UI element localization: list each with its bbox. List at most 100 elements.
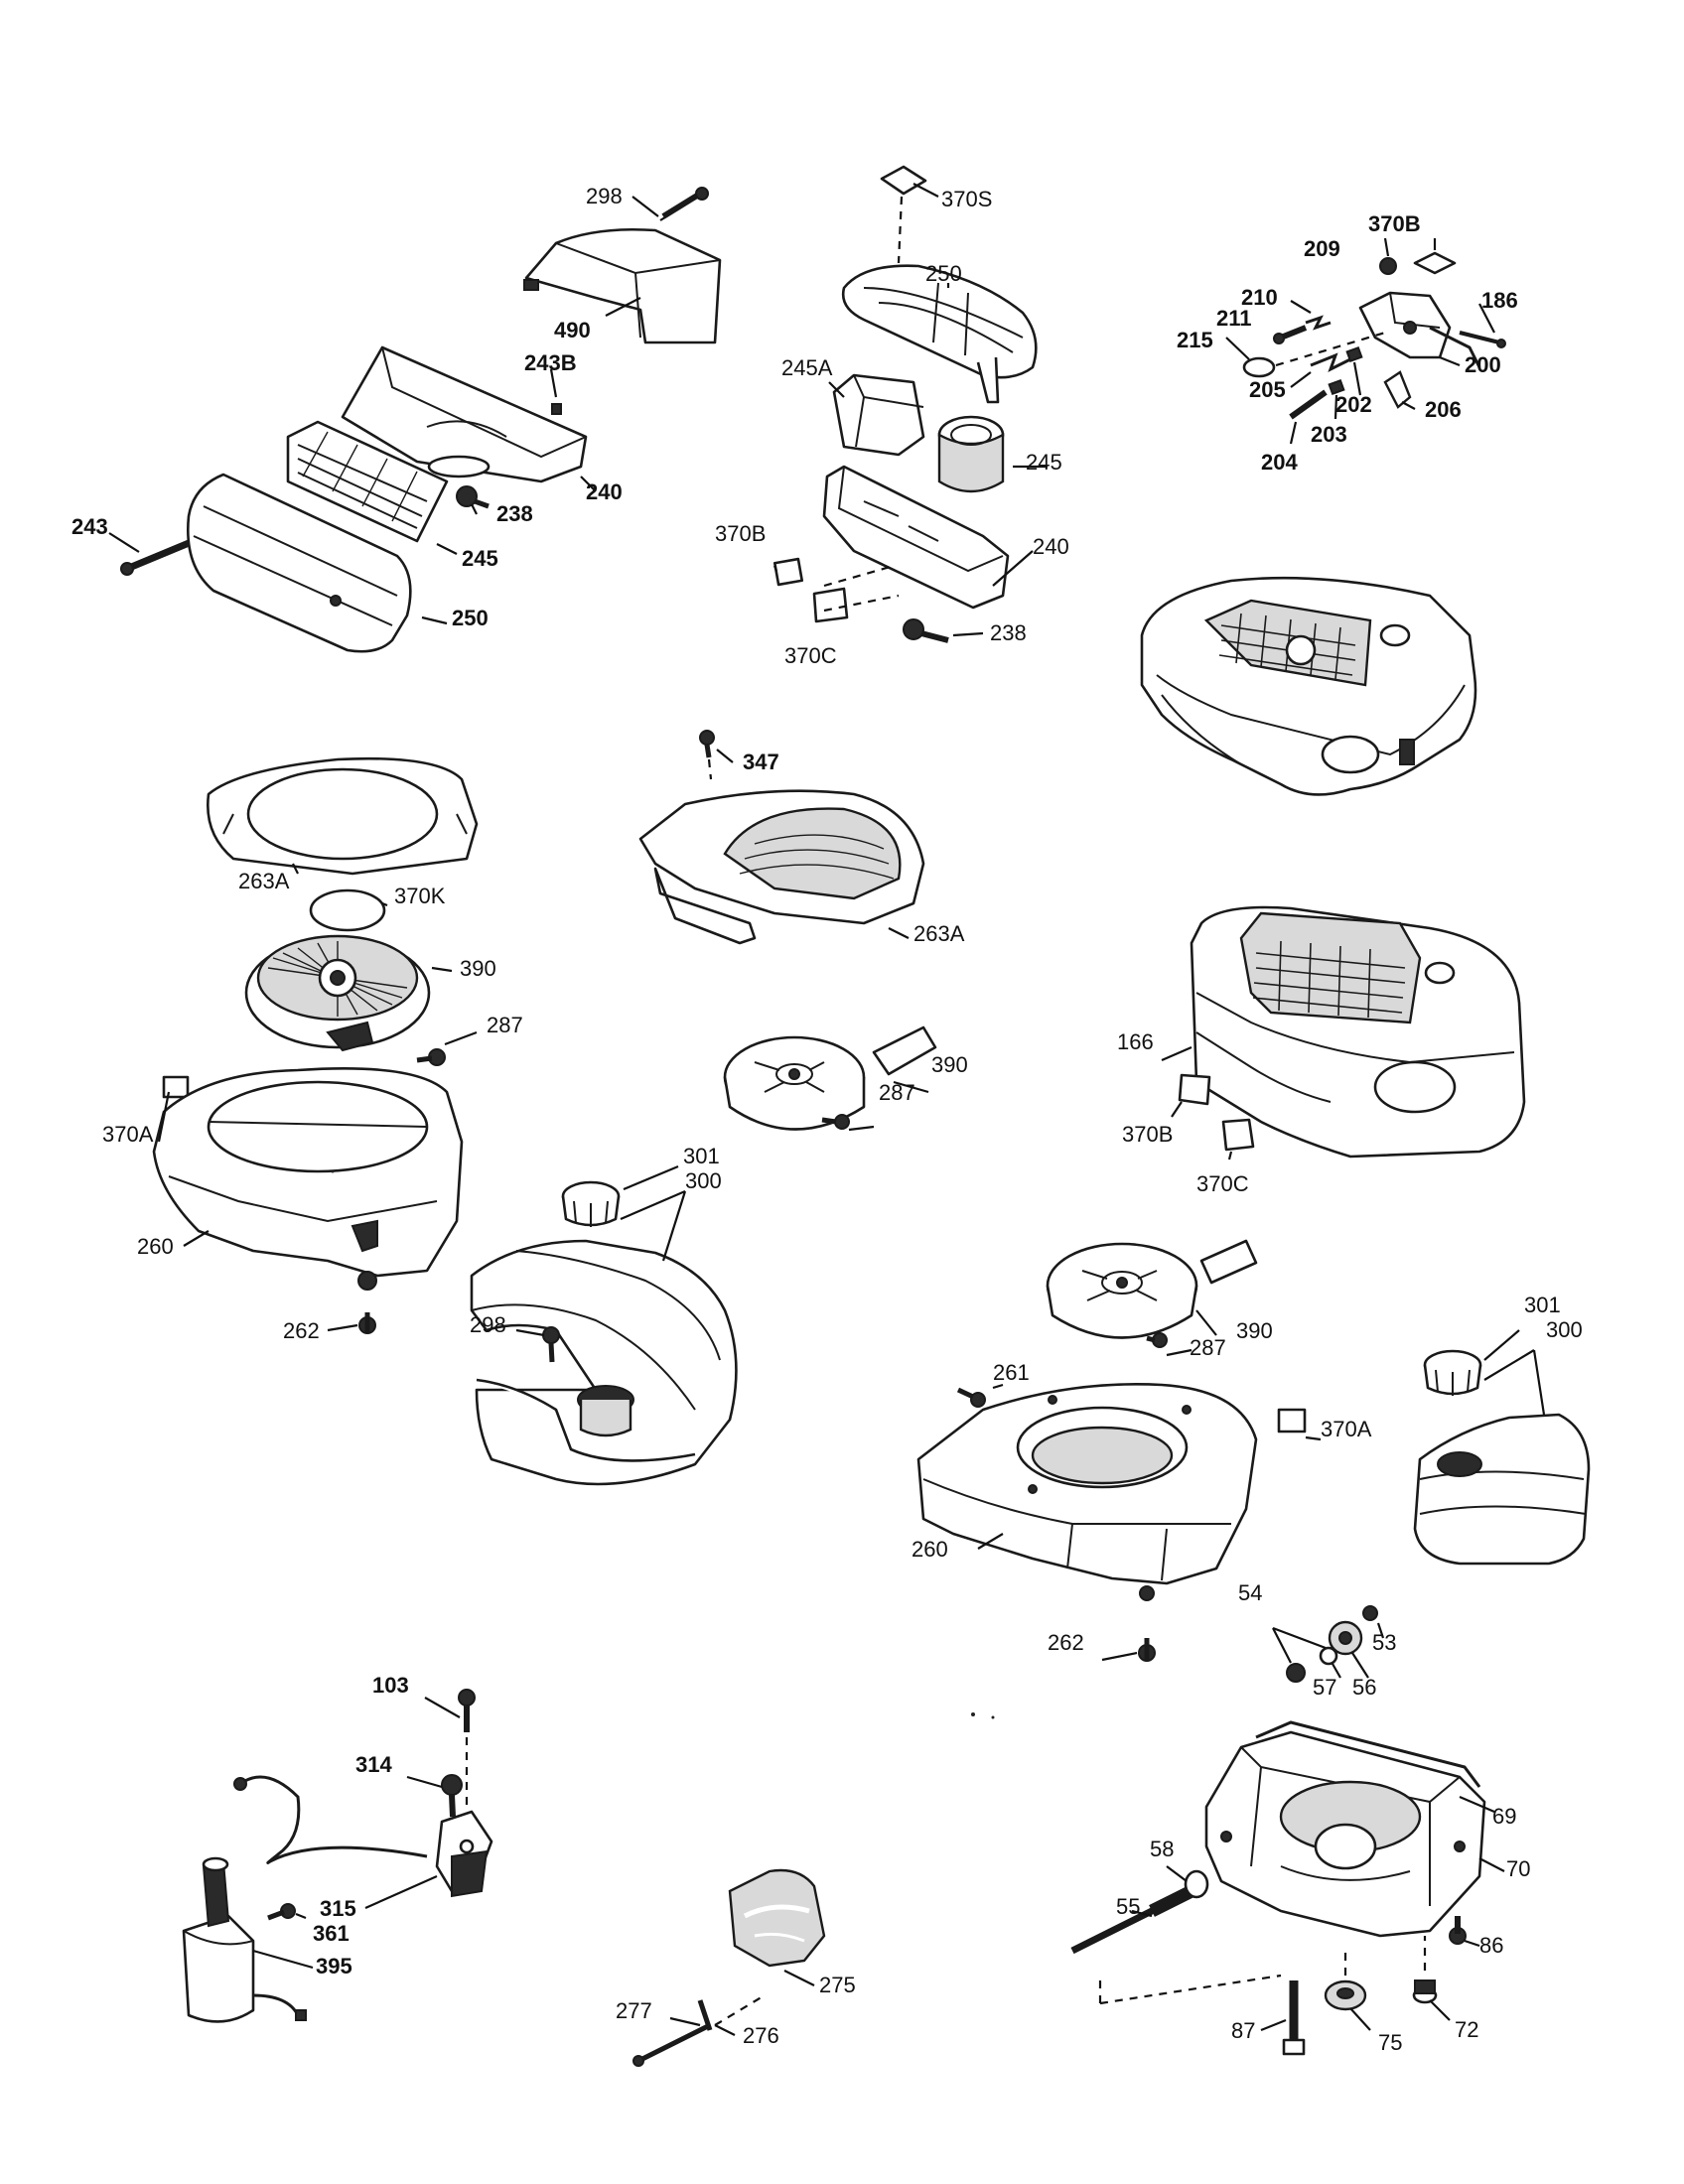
callout-205: 205 (1249, 377, 1286, 402)
callout-300b: 300 (1546, 1317, 1583, 1342)
bushing-202-icon (1345, 345, 1363, 363)
callout-87: 87 (1231, 2018, 1255, 2043)
callout-298a: 298 (586, 184, 623, 208)
callout-275: 275 (819, 1973, 856, 1997)
callout-86: 86 (1479, 1933, 1503, 1958)
callout-250b: 250 (925, 261, 962, 286)
lever-215-icon (1242, 356, 1276, 378)
callout-238b: 238 (990, 620, 1027, 645)
callout-370s: 370S (941, 187, 992, 211)
rod-204-icon (1289, 389, 1328, 420)
callout-260a: 260 (137, 1234, 174, 1259)
callout-370aa: 370A (102, 1122, 154, 1147)
callout-370cb: 370C (1196, 1171, 1249, 1196)
decal-370aa-icon (162, 1075, 190, 1099)
callout-58: 58 (1150, 1837, 1174, 1861)
bushing-203-icon (1328, 378, 1345, 396)
bolt-86-icon (1449, 1916, 1467, 1945)
muffler-guard-assembly (632, 1868, 826, 2067)
decal-370s-icon (880, 165, 927, 196)
filter-cartridge-245b-icon (937, 415, 1005, 493)
callout-240b: 240 (1033, 534, 1069, 559)
callout-55: 55 (1116, 1894, 1140, 1919)
blower-housing-260a-icon (152, 1067, 464, 1291)
callout-361: 361 (313, 1921, 350, 1946)
callout-240a: 240 (586, 479, 623, 504)
callout-490: 490 (554, 318, 591, 342)
callout-57: 57 (1313, 1675, 1336, 1700)
callout-370ab: 370A (1321, 1417, 1372, 1441)
callout-69: 69 (1492, 1804, 1516, 1829)
blower-housing-center (638, 730, 937, 1132)
callout-186: 186 (1481, 288, 1518, 313)
decal-370k-icon (309, 888, 386, 932)
callout-262b: 262 (1048, 1630, 1084, 1655)
callout-103: 103 (372, 1673, 409, 1698)
solenoid-315-icon (435, 1810, 493, 1898)
callout-72: 72 (1455, 2017, 1478, 2042)
callout-287b: 287 (879, 1080, 915, 1105)
callout-54: 54 (1238, 1580, 1262, 1605)
crankcase-sump-assembly (1070, 1605, 1505, 2056)
starter-motor-395-icon (182, 1856, 307, 2023)
screw-287a-icon (416, 1048, 446, 1066)
callout-287c: 287 (1190, 1335, 1226, 1360)
callout-245aa: 245A (781, 355, 833, 380)
starter-motor-assembly (182, 1689, 493, 2023)
screw-262a-icon (358, 1312, 376, 1334)
callout-314: 314 (355, 1752, 392, 1777)
rewind-starter-390b-icon (723, 1025, 937, 1131)
seal-58-icon (1184, 1869, 1209, 1899)
gear-56-icon (1328, 1620, 1363, 1656)
screw-262b-icon (1138, 1638, 1156, 1662)
callout-75: 75 (1378, 2030, 1402, 2055)
screw-287b-icon (821, 1114, 850, 1130)
screw-314-icon (441, 1774, 463, 1818)
fuel-cap-301b-icon (1423, 1349, 1482, 1396)
air-cleaner-cover-250b-icon (841, 264, 1038, 404)
rewind-cover-263ab-icon (638, 789, 925, 945)
screw-238b-icon (903, 618, 949, 643)
fuel-tank-assembly-right (1413, 1329, 1591, 1566)
rewind-starter-390a-icon (244, 934, 431, 1052)
callout-211: 211 (1216, 306, 1252, 331)
screw-347-icon (699, 730, 715, 758)
air-cleaner-cover-250a-icon (187, 473, 412, 653)
callout-277: 277 (616, 1998, 652, 2023)
callout-370bc: 370B (1122, 1122, 1173, 1147)
callout-347: 347 (743, 750, 779, 774)
callout-263ab: 263A (913, 921, 965, 946)
callout-200: 200 (1465, 352, 1501, 377)
screw-211-icon (1273, 325, 1308, 344)
callout-206: 206 (1425, 397, 1462, 422)
blower-housing-right (916, 1239, 1322, 1662)
oil-seal-75-icon (1324, 1979, 1367, 2011)
pin-276-icon (697, 1999, 713, 2031)
engine-cover-assembled-bottom (1161, 905, 1526, 1160)
callout-370ca: 370C (784, 643, 837, 668)
decal-370bb-icon (1413, 251, 1457, 275)
callout-300a: 300 (685, 1168, 722, 1193)
callout-260b: 260 (912, 1537, 948, 1562)
screw-243-icon (120, 537, 196, 576)
screw-277-icon (638, 2022, 712, 2063)
decal-370ba-icon (772, 557, 804, 587)
spring-186-icon (1459, 331, 1500, 344)
callout-210: 210 (1241, 285, 1278, 310)
callout-390b: 390 (931, 1052, 968, 1077)
callout-243: 243 (71, 514, 108, 539)
screw-287c-icon (1146, 1332, 1168, 1348)
callout-298b: 298 (470, 1312, 506, 1337)
callout-215: 215 (1177, 328, 1213, 352)
screw-361-icon (267, 1903, 296, 1921)
fuel-cap-301a-icon (561, 1180, 621, 1227)
callout-390a: 390 (460, 956, 496, 981)
callout-203: 203 (1311, 422, 1347, 447)
washer-54-icon (1286, 1663, 1306, 1683)
screw-298-icon (659, 187, 709, 221)
screw-261-icon (956, 1387, 986, 1408)
washer-57-icon (1319, 1646, 1338, 1666)
air-cleaner-assembly-middle (772, 165, 1048, 643)
blower-housing-left (152, 756, 479, 1334)
callout-263aa: 263A (238, 869, 290, 893)
